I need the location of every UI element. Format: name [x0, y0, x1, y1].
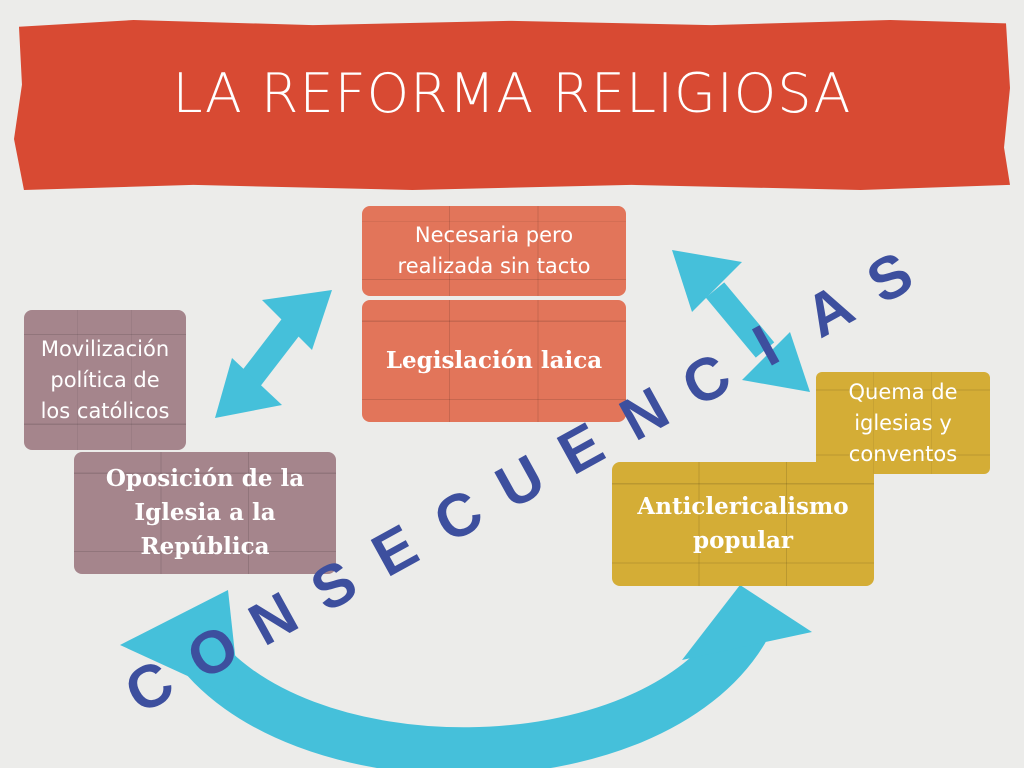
box-movilizacion: Movilización política de los católicos: [24, 310, 186, 450]
box-quema: Quema de iglesias y conventos: [816, 372, 990, 474]
box-necesaria: Necesaria pero realizada sin tacto: [362, 206, 626, 296]
slide-title: LA REFORMA RELIGIOSA: [172, 62, 852, 125]
box-anticlericalismo-text: Anticlericalismo popular: [637, 493, 849, 554]
box-movilizacion-text: Movilización política de los católicos: [40, 336, 170, 423]
box-anticlericalismo: Anticlericalismo popular: [612, 462, 874, 586]
box-legislacion: Legislación laica: [362, 300, 626, 422]
box-quema-text: Quema de iglesias y conventos: [848, 379, 958, 466]
box-oposicion-text: Oposición de la Iglesia a la República: [105, 465, 305, 560]
box-oposicion: Oposición de la Iglesia a la República: [74, 452, 336, 574]
right-double-arrow: [672, 250, 810, 392]
bottom-curved-arrow: [120, 585, 812, 768]
box-legislacion-text: Legislación laica: [385, 347, 603, 374]
box-necesaria-text: Necesaria pero realizada sin tacto: [397, 223, 591, 278]
title-banner: [14, 20, 1010, 190]
left-double-arrow: [215, 290, 332, 418]
